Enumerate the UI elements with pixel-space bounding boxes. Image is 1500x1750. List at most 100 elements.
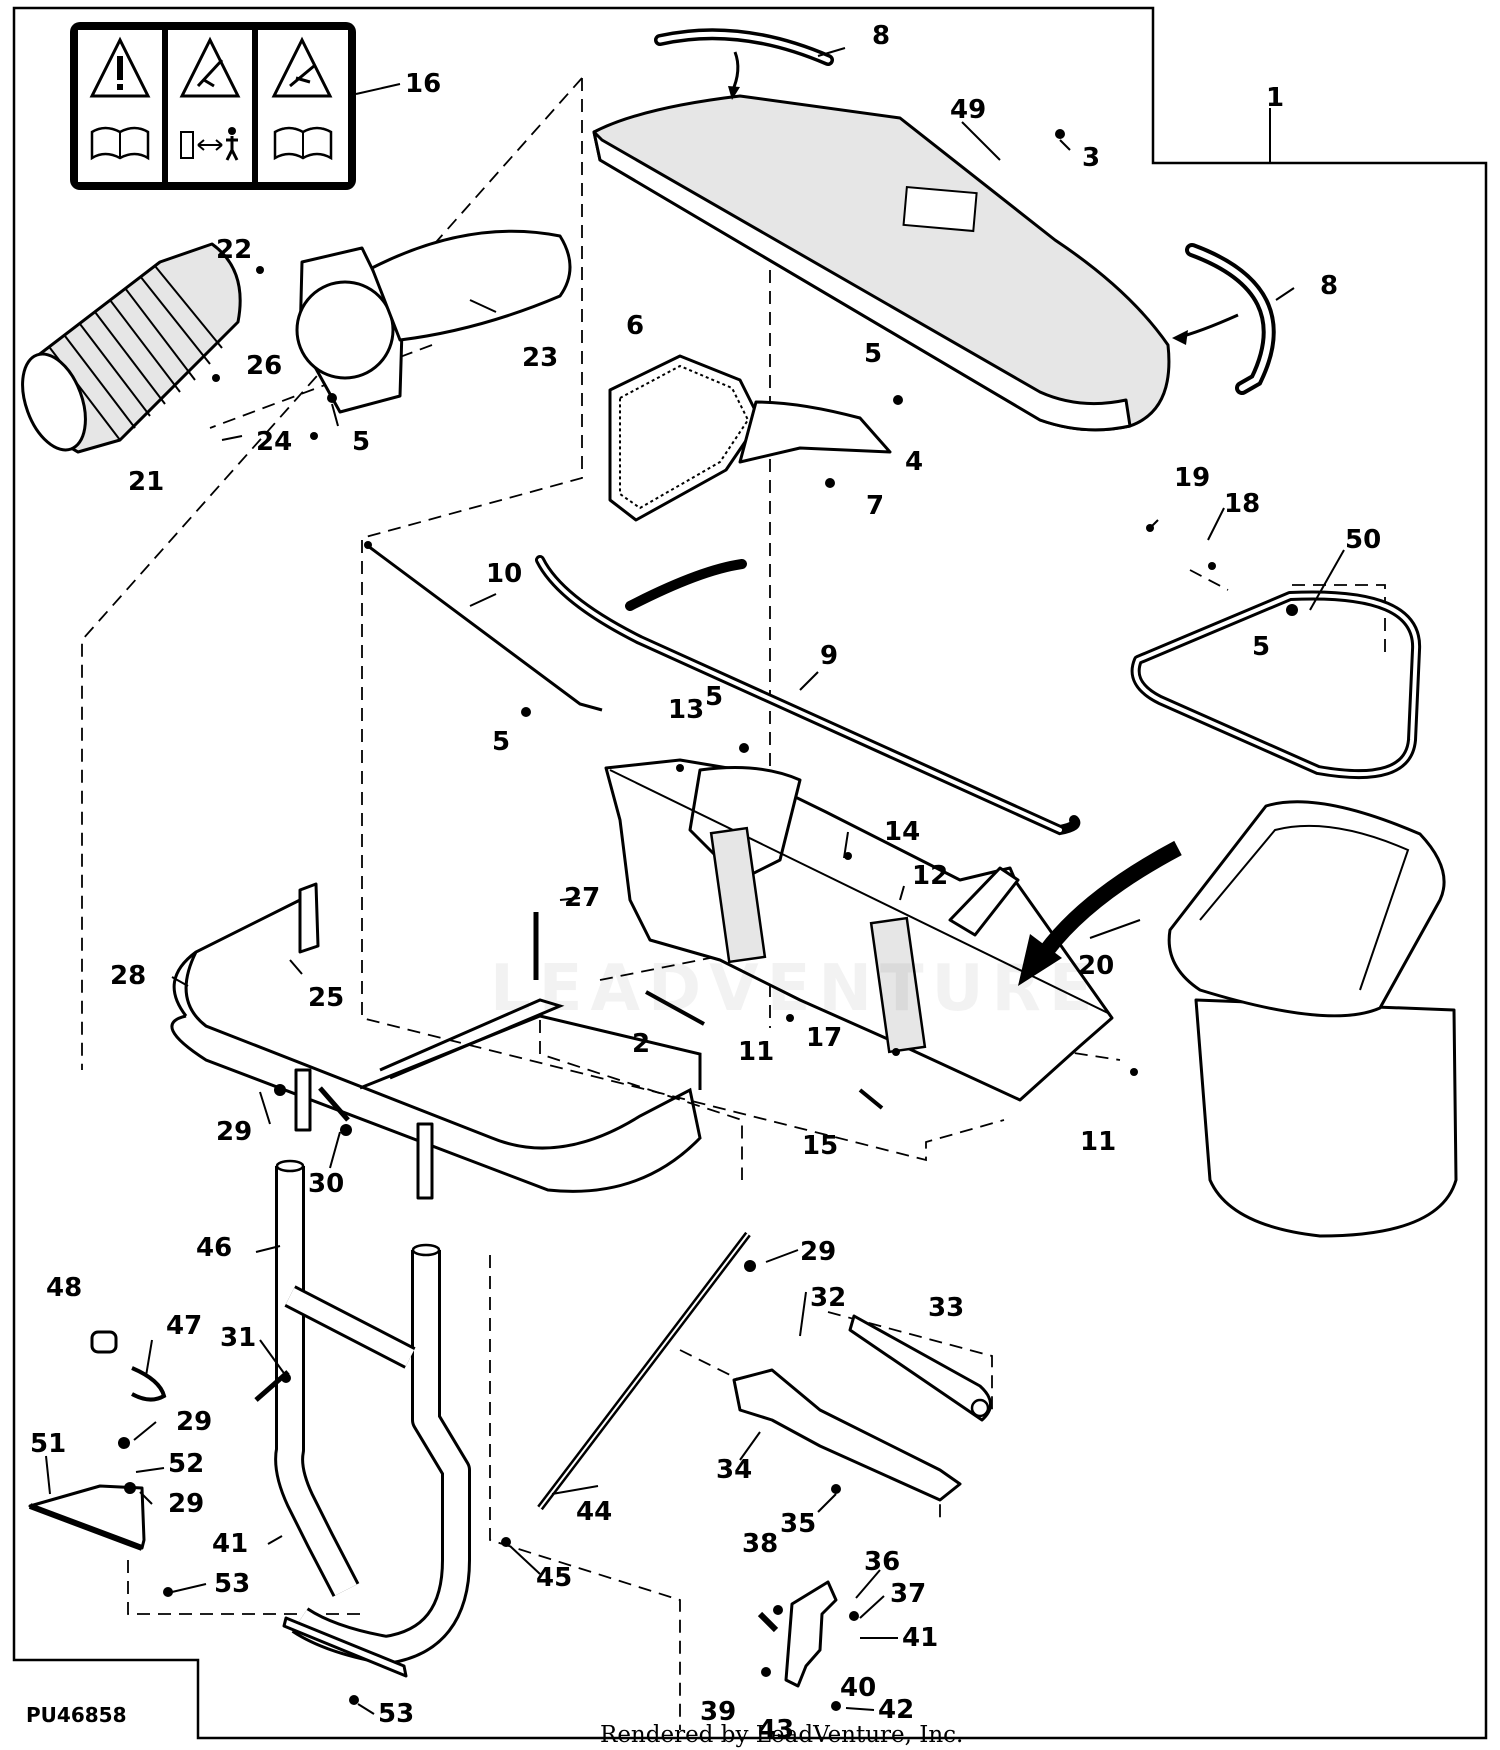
leader-lines-lower <box>45 403 898 1715</box>
safety-decal <box>70 22 356 190</box>
arrow-20 <box>1018 840 1182 986</box>
tube-frame-28 <box>170 882 702 1200</box>
callout-45: 45 <box>536 1563 572 1593</box>
callout-16: 16 <box>405 69 441 99</box>
callout-7: 7 <box>866 491 884 521</box>
callout-8: 8 <box>1320 271 1338 301</box>
bag-20 <box>1167 800 1458 1238</box>
callout-9: 9 <box>820 641 838 671</box>
keep-distance-icon <box>180 127 239 161</box>
callout-29: 29 <box>216 1117 252 1147</box>
callout-15: 15 <box>802 1131 838 1161</box>
bagger-frame-12 <box>604 758 1114 1102</box>
support-46 <box>274 1159 471 1678</box>
callout-29: 29 <box>168 1489 204 1519</box>
callout-19: 19 <box>1174 463 1210 493</box>
plate-36 <box>784 1580 838 1688</box>
strip-9 <box>535 555 1081 836</box>
callout-17: 17 <box>806 1023 842 1053</box>
callout-36: 36 <box>864 1547 900 1577</box>
callout-8: 8 <box>872 21 890 51</box>
leader-lines <box>171 47 1345 987</box>
cap-48 <box>90 1330 118 1354</box>
rollover-hazard-icon <box>271 36 333 98</box>
callout-26: 26 <box>246 351 282 381</box>
callout-37: 37 <box>890 1579 926 1609</box>
callout-48: 48 <box>46 1273 82 1303</box>
callout-29: 29 <box>800 1237 836 1267</box>
clip-47 <box>131 1366 167 1402</box>
callout-53: 53 <box>214 1569 250 1599</box>
callout-35: 35 <box>780 1509 816 1539</box>
figure-id: PU46858 <box>26 1703 126 1727</box>
plate-51 <box>28 1484 146 1551</box>
pins <box>254 912 884 1633</box>
callout-43: 43 <box>758 1715 794 1745</box>
callout-5: 5 <box>705 682 723 712</box>
callout-21: 21 <box>128 467 164 497</box>
seal-8-top <box>654 28 834 100</box>
callout-32: 32 <box>810 1283 846 1313</box>
callout-1: 1 <box>1266 83 1284 113</box>
bellows-21 <box>21 242 242 454</box>
callout-49: 49 <box>950 95 986 125</box>
bag-frame-50 <box>1130 590 1422 780</box>
callout-10: 10 <box>486 559 522 589</box>
callout-23: 23 <box>522 343 558 373</box>
callout-42: 42 <box>878 1695 914 1725</box>
callout-52: 52 <box>168 1449 204 1479</box>
callout-22: 22 <box>216 235 252 265</box>
manual-book-icon <box>90 126 150 161</box>
callout-18: 18 <box>1224 489 1260 519</box>
diagram-border <box>12 6 1488 1740</box>
callout-13: 13 <box>668 695 704 725</box>
callout-41: 41 <box>902 1623 938 1653</box>
callout-28: 28 <box>110 961 146 991</box>
callout-5: 5 <box>492 727 510 757</box>
hardware <box>118 129 1298 1711</box>
callout-14: 14 <box>884 817 920 847</box>
screen-6 <box>608 354 892 522</box>
seal-8-right <box>1172 243 1276 395</box>
callout-11: 11 <box>1080 1127 1116 1157</box>
callout-33: 33 <box>928 1293 964 1323</box>
rod-10 <box>364 541 603 712</box>
bracket-34 <box>732 1368 962 1502</box>
callout-51: 51 <box>30 1429 66 1459</box>
kickback-hazard-icon <box>179 36 241 98</box>
callout-39: 39 <box>700 1697 736 1727</box>
callout-11: 11 <box>738 1037 774 1067</box>
callout-46: 46 <box>196 1233 232 1263</box>
callout-50: 50 <box>1345 525 1381 555</box>
callout-3: 3 <box>1082 143 1100 173</box>
callout-44: 44 <box>576 1497 612 1527</box>
callout-25: 25 <box>308 983 344 1013</box>
upper-cover-49 <box>592 94 1171 432</box>
callout-34: 34 <box>716 1455 752 1485</box>
callout-labels: 1 2 3 4 5 5 5 5 5 5 6 7 8 8 9 10 11 11 1… <box>30 21 1381 1745</box>
callout-2: 2 <box>632 1029 650 1059</box>
manual-book-icon <box>273 126 333 161</box>
callout-5: 5 <box>352 427 370 457</box>
chute-23 <box>295 229 572 414</box>
callout-53: 53 <box>378 1699 414 1729</box>
callout-31: 31 <box>220 1323 256 1353</box>
callout-5: 5 <box>864 339 882 369</box>
callout-20: 20 <box>1078 951 1114 981</box>
bar-33 <box>848 1314 992 1422</box>
callout-4: 4 <box>905 447 923 477</box>
warning-triangle-icon <box>89 36 151 98</box>
callout-24: 24 <box>256 427 292 457</box>
watermark: LEADVENTURE <box>490 952 1101 1026</box>
callout-27: 27 <box>564 883 600 913</box>
callout-41: 41 <box>212 1529 248 1559</box>
callout-38: 38 <box>742 1529 778 1559</box>
callout-6: 6 <box>626 311 644 341</box>
callout-5: 5 <box>1252 632 1270 662</box>
callout-29: 29 <box>176 1407 212 1437</box>
callout-12: 12 <box>912 861 948 891</box>
callout-47: 47 <box>166 1311 202 1341</box>
callout-40: 40 <box>840 1673 876 1703</box>
callout-30: 30 <box>308 1169 344 1199</box>
